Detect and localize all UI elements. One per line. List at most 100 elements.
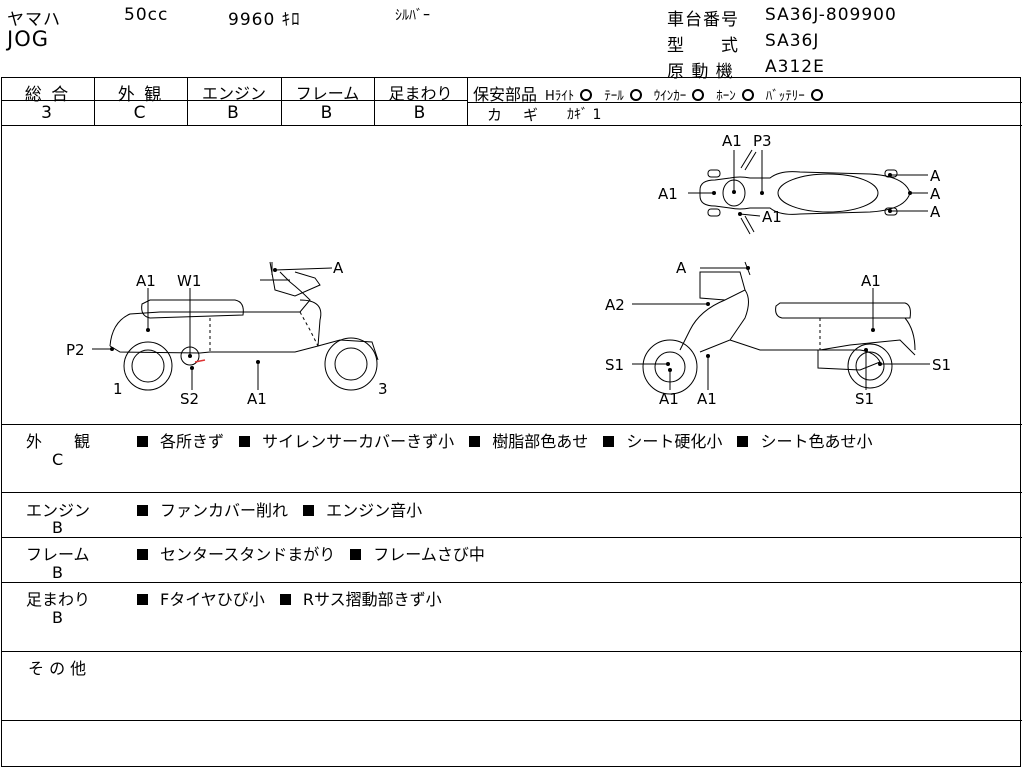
grade-value-engine: B — [227, 103, 241, 123]
grade-sep-1 — [94, 77, 95, 125]
label-left-w1: W1 — [177, 272, 201, 290]
grade-value-frame: B — [320, 103, 335, 123]
grade-sep-4 — [374, 77, 375, 125]
bullet-square-icon — [603, 436, 615, 447]
safety-divider — [467, 102, 1022, 103]
scooter-diagram: A1 P3 A1 A1 A A A A A1 W1 P2 1 S2 A1 3 A… — [66, 132, 951, 408]
label-right-a2: A2 — [605, 296, 625, 314]
note-item: Fタイヤひび小 — [160, 590, 265, 609]
ok-circle-icon — [692, 89, 705, 101]
note-label-other: そ の 他 — [28, 659, 87, 678]
grade-label-engine: エンジン — [201, 84, 266, 103]
grade-label-overall: 総 合 — [24, 85, 71, 105]
bullet-square-icon — [137, 549, 148, 560]
label-top-p3: P3 — [753, 132, 772, 150]
safety-label: 保安部品 — [473, 85, 538, 104]
notes-line-3 — [1, 582, 1022, 583]
note-item: エンジン音小 — [326, 501, 423, 520]
label-left-3: 3 — [378, 380, 388, 398]
note-grade-frame: B — [52, 563, 63, 582]
type-label: 型 式 — [667, 36, 739, 56]
note-item: Rサス摺動部きず小 — [302, 590, 442, 609]
grade-label-exterior: 外 観 — [117, 85, 164, 105]
sheet-frame — [1, 77, 1021, 767]
label-right-a1-front: A1 — [659, 390, 679, 408]
label-right-s1-rear: S1 — [932, 356, 951, 374]
key-label: カ ギ — [487, 106, 542, 124]
grade-value-exterior: C — [133, 103, 148, 123]
note-items-frame: センタースタンドまがり フレームさび中 — [137, 541, 495, 565]
label-left-1: 1 — [113, 380, 123, 398]
label-top-a1: A1 — [722, 132, 742, 150]
left-view-scooter — [109, 261, 379, 391]
key-value: ｶｷﾞ 1 — [567, 107, 602, 123]
type-value: SA36J — [765, 31, 820, 51]
bullet-square-icon — [737, 436, 749, 447]
safety-item-winker: ｳｲﾝｶｰ — [653, 89, 687, 104]
ok-circle-icon — [629, 89, 642, 101]
note-grade-suspension: B — [52, 608, 63, 627]
ok-circle-icon — [810, 89, 823, 101]
frame-no-label: 車台番号 — [667, 10, 739, 30]
label-right-a: A — [676, 259, 687, 277]
note-items-exterior: 各所きず サイレンサーカバーきず小 樹脂部色あせ シート硬化小 シート色あせ小 — [137, 428, 882, 452]
label-right-s1-bottom: S1 — [855, 390, 874, 408]
safety-item-headlight: Hﾗｲﾄ — [545, 89, 575, 104]
bullet-square-icon — [137, 594, 148, 605]
label-top-a-1: A — [930, 167, 941, 185]
grade-sep-3 — [281, 77, 282, 125]
displacement: 50cc — [124, 5, 169, 25]
mileage: 9960 ｷﾛ — [228, 10, 301, 30]
note-items-suspension: Fタイヤひび小 Rサス摺動部きず小 — [137, 586, 452, 610]
note-label-frame: フレーム — [26, 545, 90, 564]
note-item: センタースタンドまがり — [160, 545, 336, 564]
note-item: 各所きず — [160, 432, 225, 451]
notes-top-line — [1, 424, 1022, 425]
maker: ヤマハ — [7, 10, 61, 30]
grade-label-frame: フレーム — [295, 84, 360, 103]
safety-item-horn: ﾎｰﾝ — [716, 89, 736, 104]
note-item: サイレンサーカバーきず小 — [262, 432, 455, 451]
label-top-a1-left: A1 — [658, 185, 678, 203]
label-top-a-3: A — [930, 203, 941, 221]
label-right-a1-mid: A1 — [697, 390, 717, 408]
note-grade-exterior: C — [52, 450, 64, 469]
note-item: ファンカバー削れ — [160, 501, 289, 520]
grade-sep-5 — [467, 77, 468, 125]
label-left-s2: S2 — [180, 390, 199, 408]
label-left-a1-bottom: A1 — [247, 390, 267, 408]
notes-line-2 — [1, 537, 1022, 538]
bullet-square-icon — [350, 549, 362, 560]
note-item: シート硬化小 — [626, 432, 723, 451]
label-left-p2: P2 — [66, 341, 85, 359]
ok-circle-icon — [741, 89, 754, 101]
label-right-s1-front: S1 — [605, 356, 624, 374]
notes-line-4 — [1, 651, 1022, 652]
bullet-square-icon — [137, 505, 148, 516]
notes-line-1 — [1, 492, 1022, 493]
grade-bottom-line — [1, 125, 1022, 126]
bullet-square-icon — [137, 436, 148, 447]
grade-divider — [1, 100, 468, 101]
label-top-a1-bottom: A1 — [762, 208, 782, 226]
ok-circle-icon — [580, 89, 593, 101]
top-view-scooter — [699, 149, 911, 235]
color: ｼﾙﾊﾞｰ — [395, 8, 430, 24]
note-item: フレームさび中 — [373, 545, 485, 564]
note-label-engine: エンジン — [26, 501, 91, 520]
frame-no: SA36J-809900 — [765, 5, 897, 25]
label-left-a: A — [333, 259, 344, 277]
model-name: JOG — [7, 27, 49, 51]
bullet-square-icon — [303, 505, 315, 516]
bullet-square-icon — [469, 436, 481, 447]
safety-item-tail: ﾃｰﾙ — [604, 89, 624, 104]
bullet-square-icon — [279, 594, 291, 605]
note-item: シート色あせ小 — [760, 432, 873, 451]
bullet-square-icon — [239, 436, 251, 447]
note-label-suspension: 足まわり — [26, 590, 91, 609]
note-label-exterior: 外 観 — [26, 432, 91, 451]
label-left-a1: A1 — [136, 272, 156, 290]
note-grade-engine: B — [52, 518, 63, 537]
label-right-a1: A1 — [861, 272, 881, 290]
